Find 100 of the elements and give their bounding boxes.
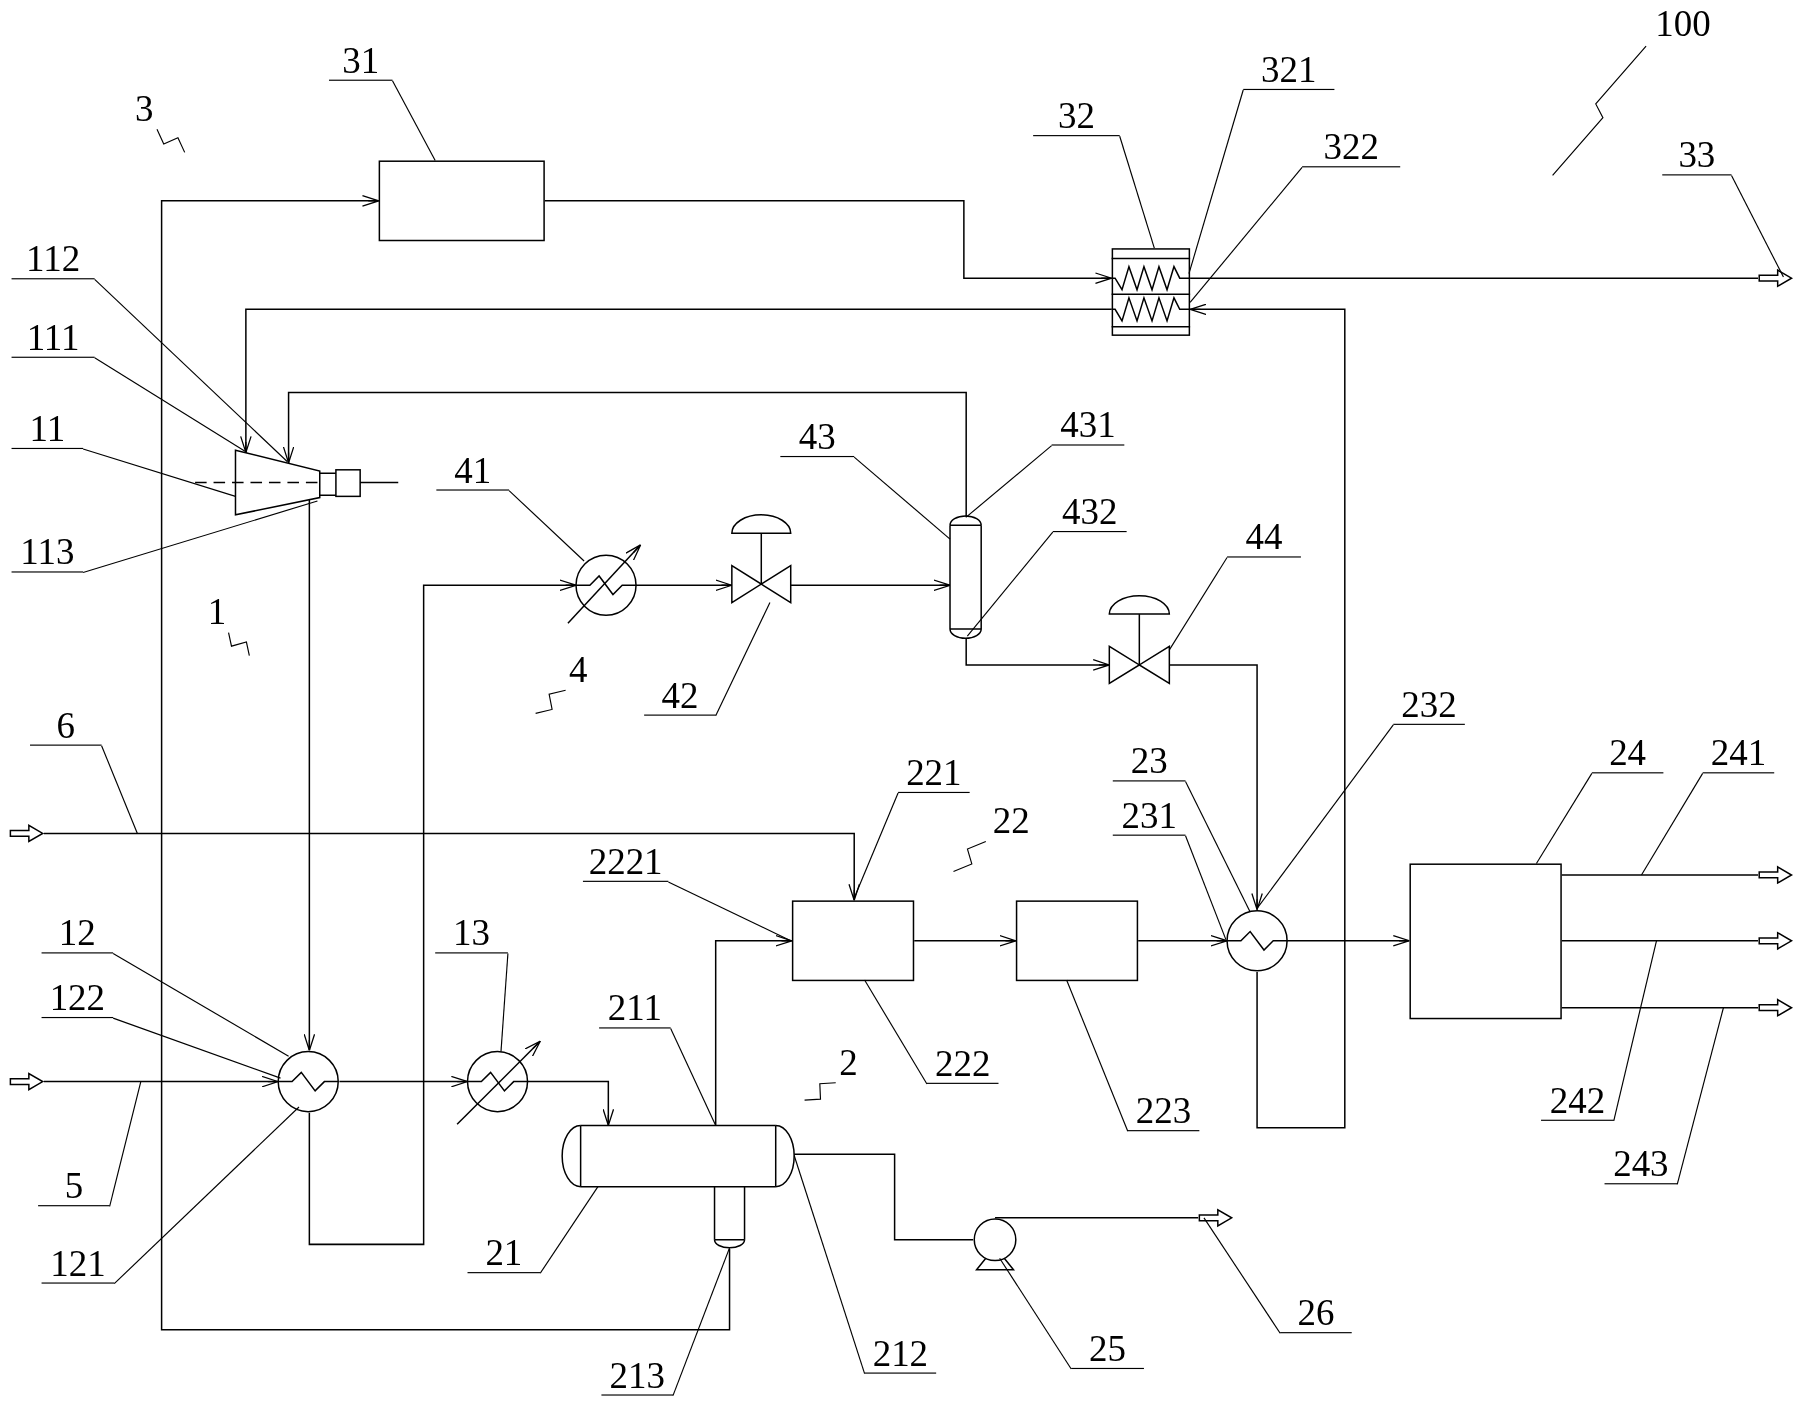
leader-line: [670, 1027, 717, 1127]
leader-line: [82, 500, 318, 574]
callout-number: 3: [131, 87, 157, 130]
callout-number: 1: [205, 591, 229, 633]
leader-line: [1168, 556, 1228, 651]
leader-line: [1730, 174, 1785, 278]
control-valve-symbol: [1109, 594, 1170, 684]
leader-line: [112, 952, 290, 1057]
callout-number: 432: [1052, 490, 1127, 533]
leader-line: [672, 1247, 731, 1397]
callout-number: 213: [601, 1354, 673, 1396]
flow-arrow: [240, 308, 1113, 454]
flow-arrow: [1286, 934, 1411, 947]
flow-arrow: [526, 1080, 615, 1127]
callout-number: 42: [644, 674, 716, 716]
leader-line: [1256, 724, 1394, 910]
leader-line: [82, 448, 237, 497]
heat-exchanger-symbol: [1111, 248, 1191, 336]
leader-line: [94, 357, 248, 454]
flow-line: [1561, 874, 1759, 876]
leader-line: [1188, 89, 1244, 275]
vessel-symbol: [562, 1125, 795, 1249]
leader-line: [1203, 1217, 1281, 1334]
callout-number: 12: [41, 911, 114, 954]
callout-number: 31: [329, 39, 393, 81]
leader-line: [1640, 772, 1704, 876]
callout-number: 121: [41, 1242, 115, 1284]
callout-number: 113: [11, 531, 84, 573]
flow-arrow: [308, 579, 577, 1246]
control-valve-symbol: [731, 513, 791, 603]
leader-line: [965, 445, 1053, 518]
callout-number: 241: [1702, 731, 1775, 774]
leader-line: [508, 490, 585, 562]
callout-number: 2221: [582, 840, 669, 882]
callout-number: 11: [11, 407, 84, 450]
callout-number: 243: [1604, 1142, 1678, 1185]
leader-line: [667, 881, 792, 942]
pipe-end-arrow-icon: [1758, 998, 1793, 1017]
leader-line: [391, 80, 436, 162]
callout-number: 431: [1051, 404, 1125, 446]
heat-exchanger-symbol: [278, 1050, 339, 1113]
callout-number: 21: [467, 1231, 541, 1274]
leader-line: [101, 745, 138, 834]
leader-line: [853, 792, 899, 899]
flow-arrow: [913, 934, 1017, 947]
leader-line: [1119, 135, 1155, 249]
leader-line: [804, 1082, 837, 1101]
callout-number: 242: [1541, 1079, 1614, 1121]
leader-line: [1189, 166, 1303, 303]
leader-line: [853, 456, 951, 540]
leader-line: [999, 1257, 1072, 1370]
callout-number: 111: [11, 316, 95, 358]
flow-arrow: [1137, 934, 1228, 947]
pipe-end-arrow-icon: [1758, 931, 1793, 950]
leader-line: [1613, 940, 1658, 1122]
leader-line: [966, 531, 1054, 637]
callout-number: 32: [1033, 94, 1120, 137]
leader-line: [1552, 45, 1647, 177]
leader-line: [864, 979, 928, 1085]
callout-number: 2: [835, 1041, 862, 1083]
process-box: [378, 160, 545, 242]
callout-number: 26: [1280, 1291, 1352, 1334]
callout-number: 322: [1302, 125, 1401, 168]
flow-line: [793, 1153, 974, 1241]
leader-line: [793, 1154, 866, 1375]
callout-number: 231: [1112, 794, 1186, 836]
callout-number: 211: [599, 986, 671, 1029]
pipe-end-arrow-icon: [1758, 268, 1793, 288]
flow-line: [1561, 940, 1759, 942]
callout-number: 33: [1662, 133, 1732, 176]
leader-line: [715, 602, 771, 717]
process-box: [791, 900, 915, 982]
callout-number: 212: [864, 1332, 937, 1374]
leader-line: [228, 632, 250, 657]
callout-number: 223: [1127, 1089, 1200, 1132]
callout-number: 24: [1591, 731, 1664, 774]
leader-line: [500, 952, 509, 1053]
leader-line: [112, 1017, 282, 1079]
flow-arrow: [43, 832, 861, 902]
leader-line: [1676, 1007, 1724, 1185]
flow-arrow: [1168, 664, 1263, 911]
flow-arrow: [282, 391, 967, 518]
flow-arrow: [1189, 303, 1346, 1129]
leader-line: [109, 1081, 142, 1207]
flow-line: [1189, 277, 1759, 279]
flow-line: [1561, 1007, 1759, 1009]
pipe-end-arrow-icon: [1198, 1208, 1233, 1228]
heat-exchanger-symbol: [1227, 909, 1288, 972]
pipe-end-arrow-icon: [1758, 865, 1793, 885]
flow-arrow: [544, 200, 1113, 284]
cooler-symbol: [454, 1038, 543, 1127]
leader-line: [535, 689, 567, 714]
callout-number: 100: [1646, 2, 1720, 47]
leader-line: [156, 128, 186, 153]
process-box: [1015, 900, 1139, 982]
leader-line: [539, 1186, 599, 1274]
flow-arrow: [635, 579, 733, 592]
process-box: [1409, 863, 1562, 1020]
callout-number: 5: [38, 1164, 110, 1207]
leader-line: [1184, 835, 1227, 941]
